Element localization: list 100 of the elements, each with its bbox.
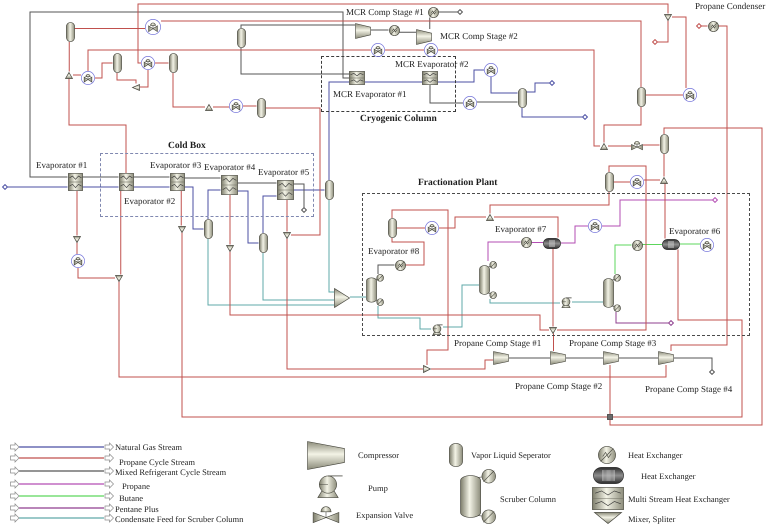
pipe-line <box>182 232 608 418</box>
pipe-line <box>208 238 334 306</box>
valve-icon <box>700 238 714 252</box>
compressor-icon <box>550 351 566 365</box>
equipment-label: Propane Comp Stage #1 <box>454 338 542 349</box>
legend-label: Scruber Column <box>500 494 556 504</box>
valve-icon <box>145 19 161 35</box>
pipe-line <box>94 62 113 78</box>
vessel-icon <box>204 219 212 239</box>
triangle-icon <box>205 104 213 110</box>
valve-icon <box>229 99 243 113</box>
pipe-line <box>328 82 350 180</box>
legend-label: Compressor <box>358 450 400 460</box>
pipe-line <box>614 244 632 274</box>
pipe-line <box>68 78 126 174</box>
pipe-line <box>553 333 554 352</box>
pipe-line <box>133 176 170 178</box>
pipe-line <box>293 184 307 213</box>
column-icon <box>479 261 497 299</box>
pipe-line <box>82 186 119 188</box>
valve-icon <box>683 88 697 102</box>
vessel-icon <box>518 88 526 108</box>
pipe-line <box>262 196 277 234</box>
equipment-label: Evaporator #7 <box>495 224 546 235</box>
legend-label: Multi Stream Heat Exchanger <box>628 494 730 504</box>
pipe-line <box>531 242 544 243</box>
pipe-line <box>612 249 742 418</box>
vessel-icon <box>604 172 614 192</box>
pipe-line <box>133 186 170 188</box>
legend-label: Pump <box>368 483 388 493</box>
equipment-label: Evaporator #1 <box>36 160 88 171</box>
pipe-line <box>616 312 674 326</box>
pipe-line <box>696 23 708 29</box>
pipe-line <box>672 16 686 88</box>
pipe-line <box>652 20 668 45</box>
pump-icon <box>431 324 443 334</box>
zigzag-block-icon <box>170 173 184 191</box>
valve-icon <box>463 96 477 110</box>
pipe-line <box>138 4 668 64</box>
pipe-line <box>392 238 424 266</box>
pipe-line <box>262 252 334 300</box>
pipe-line <box>522 108 588 120</box>
pipe-line <box>350 296 366 298</box>
triangle-icon <box>132 84 140 90</box>
section-heading: Cryogenic Column <box>360 114 437 125</box>
equipment-label: Propane Comp Stage #4 <box>645 384 732 395</box>
pipe-line <box>120 190 122 275</box>
equipment-label: Propane Condenser <box>695 1 766 12</box>
pipe-line <box>154 62 169 64</box>
triangle-icon <box>178 226 186 232</box>
equipment-label: Evaporator #5 <box>258 167 310 178</box>
triangle-icon <box>115 274 123 282</box>
triangle-icon <box>486 214 494 220</box>
equipment-label: MCR Evaporator #1 <box>333 89 406 100</box>
pipe-line <box>645 94 684 96</box>
pipe-line <box>78 268 116 278</box>
pump-icon <box>560 296 572 308</box>
pipe-line <box>140 70 148 88</box>
triangle-icon <box>549 326 557 334</box>
pipe-line <box>642 244 662 245</box>
pipe-line <box>674 358 715 375</box>
pipe-line <box>670 26 728 352</box>
triangle-icon <box>664 14 672 20</box>
pipe-line <box>430 84 464 104</box>
pipe-line <box>180 190 182 226</box>
legend-label: Natural Gas Stream <box>115 442 182 452</box>
equipment-label: Propane Comp Stage #3 <box>569 338 656 349</box>
legend-label: Pentane Plus <box>115 504 159 514</box>
pipe-line <box>399 32 416 33</box>
pipe-line <box>237 182 277 184</box>
pipe-line <box>82 176 119 178</box>
pipe-line <box>490 76 518 94</box>
equipment-label: MCR Comp Stage #2 <box>440 31 518 42</box>
pipe-line <box>488 242 521 262</box>
zigzag-block-icon <box>276 180 294 200</box>
compressor-icon <box>493 351 509 365</box>
column-icon <box>603 274 621 312</box>
legend-label: Mixer, Spliter <box>628 514 676 524</box>
compressor-icon <box>603 351 619 365</box>
valve-icon <box>425 221 439 235</box>
triangle-icon <box>600 142 608 150</box>
vessel-icon <box>256 98 266 118</box>
valve-icon <box>81 71 95 85</box>
striped-capsule-icon <box>662 238 680 250</box>
pipe-line <box>118 281 666 378</box>
pipe-line <box>30 12 350 178</box>
section-heading: Cold Box <box>168 141 206 152</box>
equipment-label: MCR Evaporator #2 <box>395 59 468 70</box>
compressor-icon <box>416 29 432 45</box>
pipe-line <box>230 251 550 330</box>
triangle-icon <box>65 72 73 78</box>
column-icon <box>366 274 384 306</box>
zigzag-circle-icon <box>520 236 532 248</box>
pipe-line <box>442 284 480 328</box>
pipe-line <box>429 17 430 30</box>
pipe-line <box>642 144 660 146</box>
pipe-line <box>68 42 70 72</box>
equipment-label: Evaporator #4 <box>204 162 256 173</box>
vessel-icon <box>258 233 268 253</box>
zigzag-block-icon <box>68 173 82 191</box>
